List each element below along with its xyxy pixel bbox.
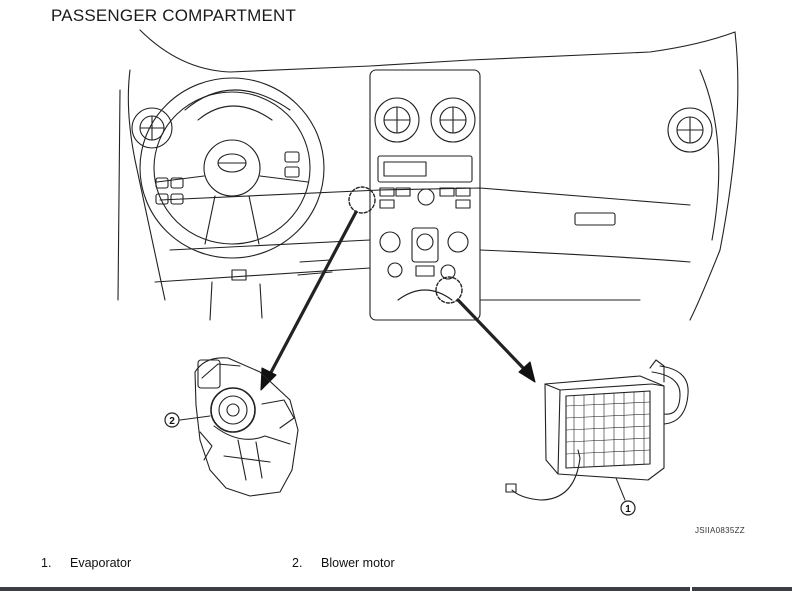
arrow-to-blower-motor <box>260 210 358 391</box>
legend-item-2-number: 2. <box>292 556 303 570</box>
blower-motor-illustration <box>179 357 299 497</box>
parts-legend: 1. Evaporator 2. Blower motor <box>0 556 792 574</box>
legend-item-1-label: Evaporator <box>70 556 132 570</box>
legend-item-2-label: Blower motor <box>321 556 395 570</box>
callout-1-number: 1 <box>625 504 631 515</box>
evaporator-location-marker <box>435 276 463 304</box>
drawing-code: JSIIA0835ZZ <box>695 526 745 535</box>
callout-2-circle <box>164 412 180 428</box>
arrow-to-evaporator <box>456 298 536 383</box>
blower-motor-location-marker <box>348 186 376 214</box>
bottom-divider-bar <box>0 587 792 591</box>
evaporator-illustration <box>505 359 689 501</box>
page-title: PASSENGER COMPARTMENT <box>51 6 297 25</box>
bottom-bar-notch <box>690 587 692 591</box>
dashboard-drawing <box>117 29 739 321</box>
callout-1-circle <box>620 500 636 516</box>
legend-item-1-number: 1. <box>41 556 52 570</box>
callout-2-number: 2 <box>169 416 175 427</box>
